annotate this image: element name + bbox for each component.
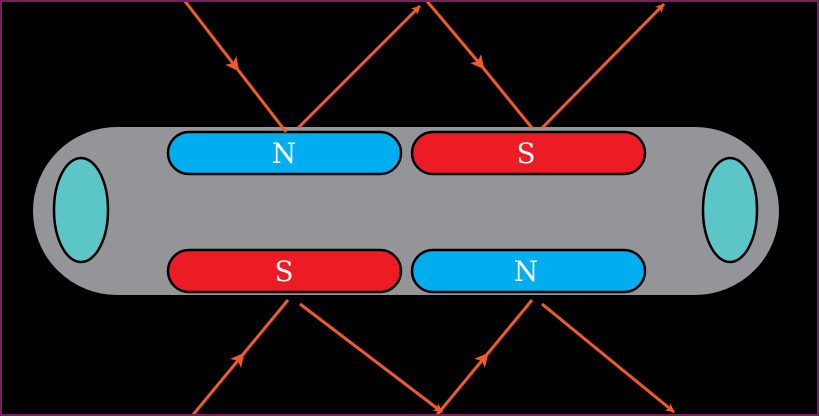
magnet-top-right: S (410, 130, 647, 176)
bottom-field-lines (191, 299, 675, 414)
field-line-top-in-right (425, 2, 534, 129)
magnet-bottom-right: N (410, 248, 647, 294)
field-line-top-out-right (540, 2, 666, 130)
right-end-cap (701, 156, 759, 264)
magnet-bottom-left: S (166, 248, 403, 294)
magnet-bottom-right-label: N (514, 255, 539, 288)
magnet-bottom-left-label: S (274, 255, 293, 288)
field-line-bottom-in-left (191, 299, 290, 414)
magnet-top-right-label: S (516, 137, 535, 170)
device-body (31, 125, 781, 297)
field-line-top-out-left (296, 4, 422, 130)
magnet-top-left-label: N (272, 137, 297, 170)
top-field-lines (183, 2, 666, 133)
magnet-top-left: N (166, 130, 403, 176)
field-line-bottom-in-right (435, 299, 534, 414)
field-line-bottom-out-left (299, 302, 443, 414)
field-line-top-in-left (183, 2, 288, 133)
left-end-cap (52, 156, 110, 264)
field-line-bottom-out-right (541, 302, 675, 414)
